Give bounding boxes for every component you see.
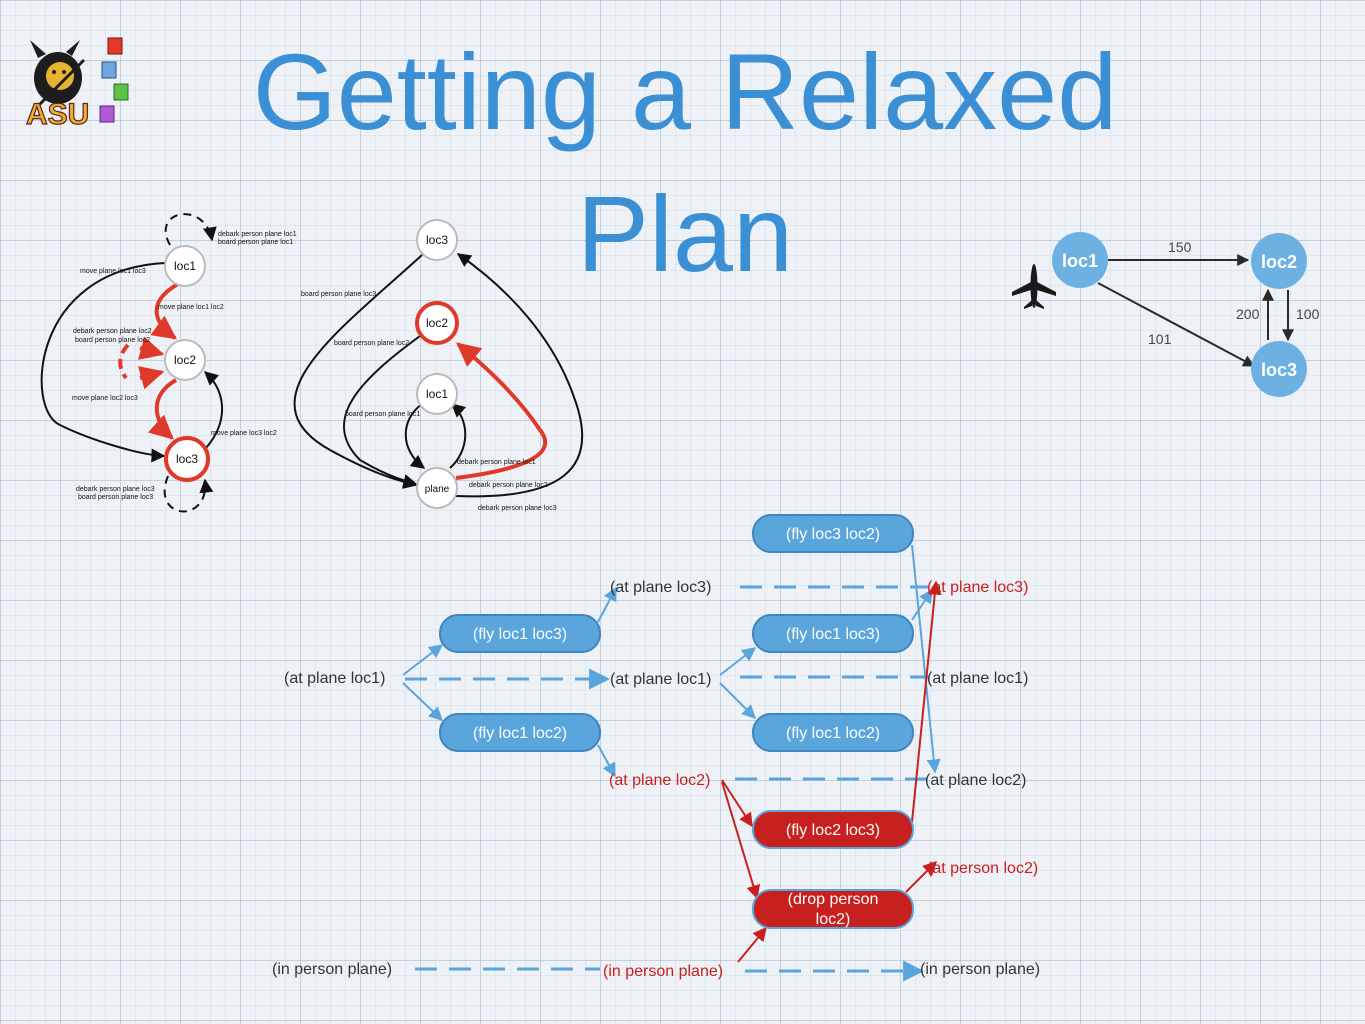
edge-debark-loc2 <box>455 342 548 480</box>
edge-label: debark person plane loc1 <box>218 231 297 238</box>
node-loc3 <box>416 219 458 261</box>
node-label: loc3 <box>1261 360 1297 380</box>
edge-label: board person plane loc3 <box>78 494 153 501</box>
action-label: (fly loc2 loc3) <box>786 822 880 839</box>
fact-label: (at plane loc1) <box>927 670 1028 687</box>
edge-label: move plane loc2 loc3 <box>72 395 138 402</box>
relaxed-planning-graph: (fly loc1 loc3) (fly loc1 loc2) (fly loc… <box>272 514 1040 982</box>
edge-board-loc1 <box>404 403 426 469</box>
edge-move-loc1-loc3 <box>40 262 166 463</box>
action-label: (fly loc1 loc3) <box>786 626 880 643</box>
loop-loc3 <box>163 475 214 513</box>
node-label: loc2 <box>174 353 196 367</box>
asu-logo: ASU <box>25 37 129 132</box>
edge-label: board person plane loc2 <box>75 337 150 344</box>
fact-label: (at plane loc2) <box>925 772 1026 789</box>
edge-weight: 100 <box>1296 306 1320 322</box>
fact-label: (at plane loc3) <box>610 579 711 596</box>
node-label: loc1 <box>174 259 196 273</box>
action-fly-loc3-loc2 <box>752 514 914 553</box>
action-fly-loc2-loc3 <box>752 810 914 849</box>
node-loc3 <box>164 436 210 482</box>
action-drop-person-loc2 <box>752 889 914 929</box>
edge-debark-loc3 <box>455 253 584 498</box>
node-label: loc3 <box>176 452 198 466</box>
edge-label: board person plane loc2 <box>334 340 409 347</box>
action-fly-loc1-loc2 <box>439 713 601 752</box>
edge-label: debark person plane loc3 <box>76 486 155 493</box>
node-label: loc1 <box>426 387 448 401</box>
fact-label: (in person plane) <box>920 961 1040 978</box>
fact-label: (at person loc2) <box>927 860 1038 877</box>
action-label: (fly loc1 loc2) <box>473 725 567 742</box>
node-label: plane <box>425 484 450 495</box>
edge-label: debark person plane loc2 <box>73 328 152 335</box>
fact-label: (at plane loc1) <box>610 671 711 688</box>
edge-label: board person plane loc3 <box>301 291 376 298</box>
airplane-icon <box>1012 264 1056 309</box>
node-loc1 <box>416 373 458 415</box>
fact-label: (at plane loc1) <box>284 670 385 687</box>
asu-logo-text: ASU <box>26 98 89 131</box>
edge-board-loc3 <box>293 254 423 489</box>
node-label: loc2 <box>1261 252 1297 272</box>
fact-label: (at plane loc2) <box>609 772 710 789</box>
node-loc1 <box>164 245 206 287</box>
middle-state-graph: loc3 loc2 loc1 plane board person plane … <box>293 219 584 512</box>
edge-label: move plane loc3 loc2 <box>211 430 277 437</box>
action-fly-loc1-loc3 <box>439 614 601 653</box>
node-loc2 <box>415 301 459 345</box>
action-fly-loc1-loc3 <box>752 614 914 653</box>
action-label: (fly loc1 loc2) <box>786 725 880 742</box>
node-label: loc3 <box>426 233 448 247</box>
fact-label: (in person plane) <box>272 961 392 978</box>
edge-label: debark person plane loc3 <box>478 505 557 512</box>
action-label: (fly loc3 loc2) <box>786 526 880 543</box>
page-title-line-1: Getting a Relaxed <box>252 31 1118 152</box>
edge-move-loc3-loc2 <box>203 371 223 449</box>
edge-weight: 150 <box>1168 239 1192 255</box>
node-loc3 <box>1251 341 1307 397</box>
loop-loc2 <box>118 343 130 380</box>
node-label: loc2 <box>426 316 448 330</box>
edge-board-loc2 <box>342 335 421 488</box>
action-fly-loc1-loc2 <box>752 713 914 752</box>
edge-label: board person plane loc1 <box>345 411 420 418</box>
edge-label: move plane loc1 loc3 <box>80 268 146 275</box>
fact-label: (at plane loc3) <box>927 579 1028 596</box>
edge-loc1-loc3 <box>1097 282 1256 367</box>
edge-move-loc1-loc2 <box>150 282 180 340</box>
edge-label: move plane loc1 loc2 <box>158 304 224 311</box>
edge-weight: 200 <box>1236 306 1260 322</box>
node-plane <box>416 467 458 509</box>
node-loc2 <box>1251 233 1307 289</box>
edge-label: debark person plane loc2 <box>469 482 548 489</box>
edge-move-loc2-loc3 <box>147 378 178 440</box>
node-loc2 <box>164 339 206 381</box>
edge-weight: 101 <box>1148 331 1172 347</box>
left-state-graph: loc1 loc2 loc3 debark person plane loc1 … <box>40 213 297 513</box>
right-weighted-graph: loc1 loc2 loc3 150 101 200 100 <box>1012 232 1320 397</box>
action-label: (fly loc1 loc3) <box>473 626 567 643</box>
edge-label: board person plane loc1 <box>218 239 293 246</box>
loop-loc1 <box>164 213 217 246</box>
node-label: loc1 <box>1062 251 1098 271</box>
node-loc1 <box>1052 232 1108 288</box>
edge-debark-loc1 <box>449 403 467 469</box>
fact-label: (in person plane) <box>603 963 723 980</box>
page-title-line-2: Plan <box>576 173 794 294</box>
edge-label: debark person plane loc1 <box>457 459 536 466</box>
